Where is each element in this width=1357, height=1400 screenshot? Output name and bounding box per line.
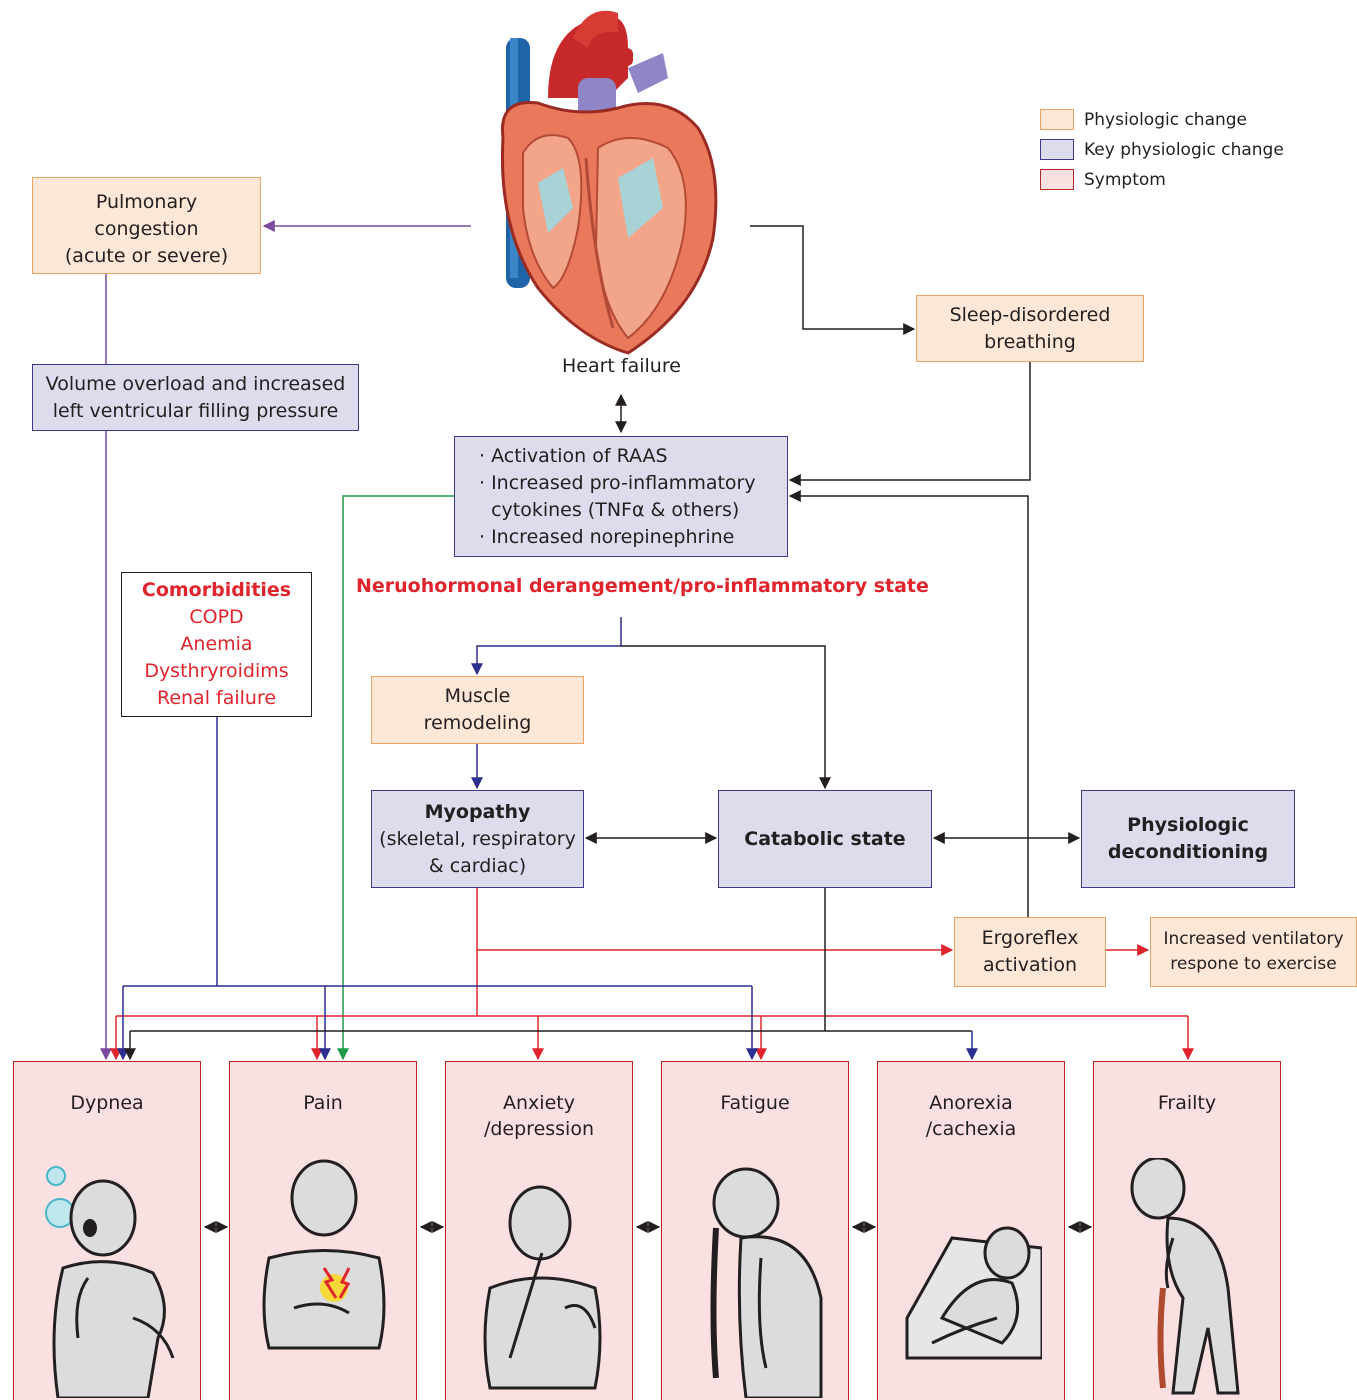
box-line: Muscle (444, 685, 511, 707)
box-line: Physiologic (1127, 814, 1249, 836)
box-line: & cardiac) (428, 854, 527, 877)
legend-label: Physiologic change (1084, 109, 1248, 130)
symptom-label: Anorexia /cachexia (925, 1092, 1017, 1140)
box-line: remodeling (423, 712, 532, 734)
box-line: · Increased norepinephrine (479, 525, 735, 548)
symptom-label: Fatigue (720, 1092, 790, 1114)
anxious-figure-icon (483, 1185, 602, 1390)
symptom-label: Anxiety /depression (483, 1092, 595, 1140)
symptom-label: Frailty (1157, 1092, 1217, 1114)
box-line: breathing (984, 330, 1076, 353)
myopathy-box: Myopathy (skeletal, respiratory & cardia… (371, 790, 584, 888)
box-line: Pulmonary (95, 191, 198, 213)
legend-key-physiologic: Key physiologic change (1040, 139, 1284, 160)
box-line: Increased ventilatory (1163, 929, 1344, 949)
box-line: Catabolic state (744, 827, 906, 850)
legend-swatch-pink (1040, 169, 1074, 190)
physiologic-deconditioning-box: Physiologic deconditioning (1081, 790, 1295, 888)
legend-label: Key physiologic change (1084, 139, 1284, 160)
box-line: congestion (94, 218, 199, 240)
comorbidities-title: Comorbidities (141, 579, 292, 601)
catabolic-state-box: Catabolic state (718, 790, 932, 888)
heart-failure-label: Heart failure (562, 355, 681, 377)
comorbidity-item: COPD (189, 606, 244, 628)
box-line: respone to exercise (1170, 954, 1337, 974)
symptom-label: Pain (303, 1092, 343, 1114)
legend-physiologic: Physiologic change (1040, 109, 1247, 130)
legend-swatch-orange (1040, 109, 1074, 130)
dyspnea-figure-icon (45, 1166, 175, 1398)
sleep-disordered-breathing-box: Sleep-disordered breathing (916, 295, 1144, 362)
cane-figure-icon (1130, 1158, 1240, 1395)
symptom-anxiety: Anxiety /depression (445, 1061, 633, 1400)
comorbidity-item: Dysthryroidims (144, 660, 289, 682)
legend-swatch-blue (1040, 139, 1074, 160)
myopathy-title: Myopathy (424, 800, 531, 823)
chest-pain-figure-icon (262, 1159, 386, 1350)
volume-overload-box: Volume overload and increased left ventr… (32, 364, 359, 431)
box-line: · Increased pro-inflammatory (479, 471, 756, 494)
ergoreflex-activation-box: Ergoreflex activation (954, 917, 1106, 987)
box-line: activation (982, 954, 1078, 976)
box-line: deconditioning (1107, 841, 1269, 863)
box-line: left ventricular filling pressure (52, 399, 339, 422)
symptom-label: Dypnea (70, 1092, 144, 1114)
symptom-dyspnea: Dypnea (13, 1061, 201, 1400)
box-line: · Activation of RAAS (479, 444, 668, 467)
pulmonary-congestion-box: Pulmonary congestion (acute or severe) (32, 177, 261, 274)
neurohormonal-label: Neruohormonal derangement/pro-inflammato… (356, 575, 929, 597)
neurohormonal-box: · Activation of RAAS · Increased pro-inf… (454, 436, 788, 557)
comorbidity-item: Renal failure (156, 687, 277, 709)
ventilatory-response-box: Increased ventilatory respone to exercis… (1150, 917, 1357, 987)
symptom-fatigue: Fatigue (661, 1061, 849, 1400)
fatigued-figure-icon (710, 1167, 823, 1398)
legend-label: Symptom (1084, 169, 1166, 190)
symptom-frailty: Frailty (1093, 1061, 1281, 1400)
symptom-anorexia: Anorexia /cachexia (877, 1061, 1065, 1400)
heart-icon (500, 10, 718, 355)
muscle-remodeling-box: Muscle remodeling (371, 676, 584, 744)
box-line: (acute or severe) (64, 245, 229, 267)
comorbidities-box: Comorbidities COPD Anemia Dysthryroidims… (121, 572, 312, 717)
comorbidity-item: Anemia (180, 633, 253, 655)
legend-symptom: Symptom (1040, 169, 1166, 190)
bedridden-figure-icon (905, 1226, 1042, 1360)
box-line: Volume overload and increased (45, 372, 346, 395)
box-line: Sleep-disordered (949, 303, 1111, 326)
box-line: cytokines (TNFα & others) (479, 498, 740, 521)
box-line: Ergoreflex (981, 927, 1079, 949)
symptom-pain: Pain (229, 1061, 417, 1400)
box-line: (skeletal, respiratory (379, 827, 576, 850)
